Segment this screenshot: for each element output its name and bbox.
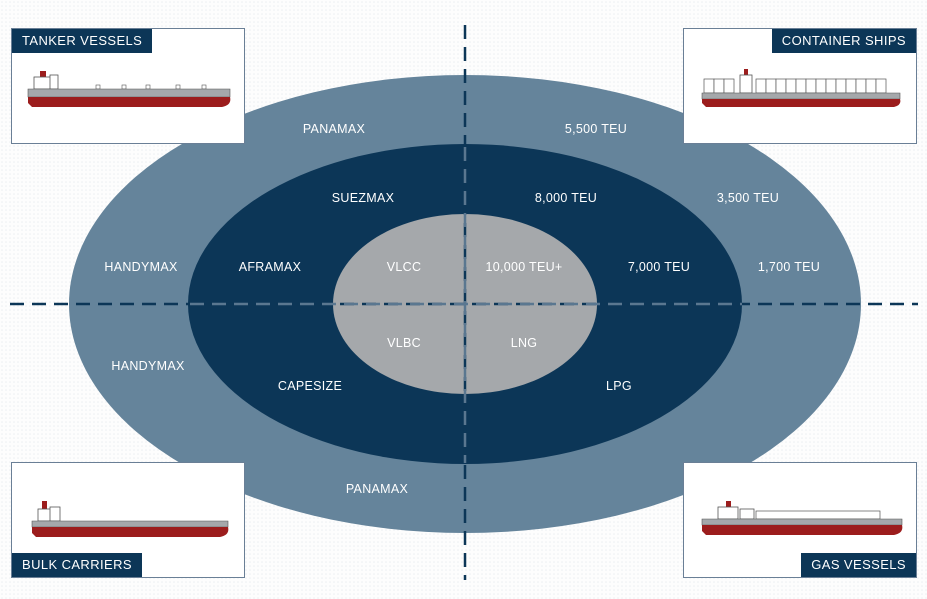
- label-panamax-bottom: PANAMAX: [345, 482, 409, 496]
- label-handymax-bottom: HANDYMAX: [111, 359, 185, 373]
- panel-title: GAS VESSELS: [801, 553, 916, 577]
- panel-tanker-vessels: TANKER VESSELS: [11, 28, 245, 144]
- label-vlcc: VLCC: [386, 260, 422, 274]
- label-lpg: LPG: [606, 379, 632, 393]
- panel-bulk-carriers: BULK CARRIERS: [11, 462, 245, 578]
- tanker-ship-icon: [27, 71, 231, 107]
- label-capesize: CAPESIZE: [277, 379, 343, 393]
- panel-title: TANKER VESSELS: [12, 29, 153, 53]
- container-ship-icon: [701, 69, 901, 107]
- label-3500-teu: 3,500 TEU: [716, 191, 780, 205]
- panel-container-ships: CONTAINER SHIPS: [683, 28, 917, 144]
- panel-title: BULK CARRIERS: [12, 553, 142, 577]
- label-panamax-top: PANAMAX: [302, 122, 366, 136]
- label-10000-teu: 10,000 TEU+: [485, 260, 563, 274]
- label-aframax: AFRAMAX: [238, 260, 302, 274]
- label-5500-teu: 5,500 TEU: [564, 122, 628, 136]
- panel-title: CONTAINER SHIPS: [771, 29, 916, 53]
- label-1700-teu: 1,700 TEU: [757, 260, 821, 274]
- label-handymax-top: HANDYMAX: [104, 260, 178, 274]
- label-vlbc: VLBC: [387, 336, 421, 350]
- label-suezmax: SUEZMAX: [331, 191, 395, 205]
- label-lng: LNG: [510, 336, 538, 350]
- panel-gas-vessels: GAS VESSELS: [683, 462, 917, 578]
- label-7000-teu: 7,000 TEU: [627, 260, 691, 274]
- gas-vessel-icon: [701, 501, 903, 535]
- label-8000-teu: 8,000 TEU: [534, 191, 598, 205]
- bulk-carrier-icon: [31, 501, 229, 537]
